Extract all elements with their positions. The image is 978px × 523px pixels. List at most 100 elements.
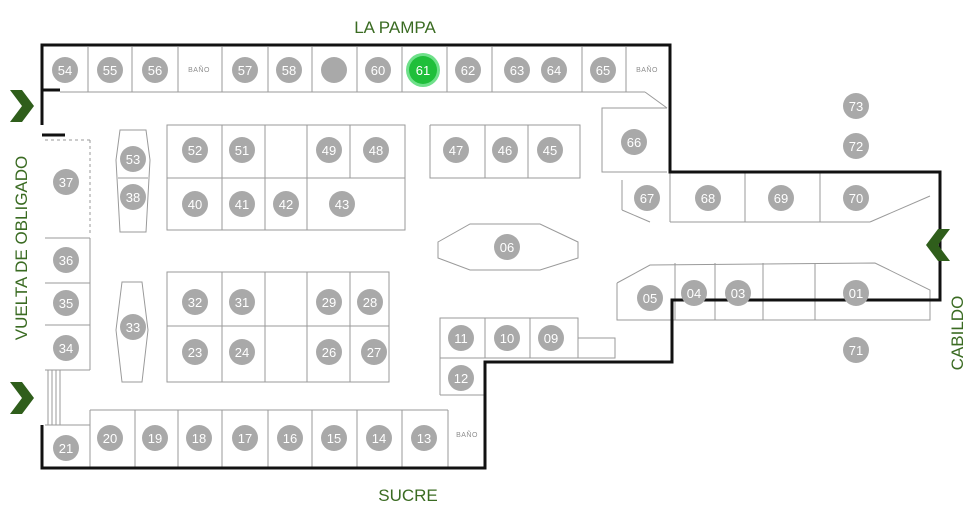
svg-text:06: 06 [500, 240, 514, 255]
svg-text:34: 34 [59, 341, 73, 356]
stall-marker[interactable]: 46 [492, 137, 518, 163]
svg-text:73: 73 [849, 99, 863, 114]
stall-marker[interactable]: 68 [695, 185, 721, 211]
stall-marker[interactable]: 36 [53, 247, 79, 273]
stall-marker[interactable]: 35 [53, 290, 79, 316]
stall-marker[interactable]: 48 [363, 137, 389, 163]
stall-marker[interactable]: 16 [277, 425, 303, 451]
stall-marker[interactable]: 11 [448, 325, 474, 351]
svg-text:61: 61 [416, 63, 430, 78]
stall-marker[interactable]: 09 [538, 325, 564, 351]
stall-marker[interactable]: 21 [53, 435, 79, 461]
stall-marker[interactable]: 18 [186, 425, 212, 451]
svg-text:43: 43 [335, 197, 349, 212]
svg-text:26: 26 [322, 345, 336, 360]
stall-marker-highlighted[interactable]: 61 [406, 53, 440, 87]
stall-marker[interactable]: 12 [448, 365, 474, 391]
stall-marker[interactable]: 33 [120, 314, 146, 340]
stall-marker[interactable]: 37 [53, 169, 79, 195]
svg-text:52: 52 [188, 143, 202, 158]
stall-marker[interactable]: 64 [541, 57, 567, 83]
stall-marker[interactable]: 71 [843, 337, 869, 363]
street-label-bottom: SUCRE [378, 486, 438, 505]
svg-text:55: 55 [103, 63, 117, 78]
stall-marker[interactable]: 69 [768, 185, 794, 211]
outer-walls [40, 43, 942, 470]
stall-marker[interactable]: 23 [182, 339, 208, 365]
svg-text:16: 16 [283, 431, 297, 446]
svg-text:27: 27 [367, 345, 381, 360]
svg-text:70: 70 [849, 191, 863, 206]
stall-marker[interactable]: 51 [229, 137, 255, 163]
stall-marker[interactable]: 67 [634, 185, 660, 211]
stall-marker[interactable]: 01 [843, 280, 869, 306]
stall-marker[interactable]: 54 [52, 57, 78, 83]
stall-marker[interactable]: 13 [411, 425, 437, 451]
stall-marker[interactable]: 72 [843, 133, 869, 159]
stall-marker[interactable]: 14 [366, 425, 392, 451]
svg-text:33: 33 [126, 320, 140, 335]
stall-marker[interactable]: 47 [443, 137, 469, 163]
svg-text:21: 21 [59, 441, 73, 456]
stall-marker[interactable]: 56 [142, 57, 168, 83]
stall-marker[interactable]: 55 [97, 57, 123, 83]
stall-marker[interactable]: 10 [494, 325, 520, 351]
svg-text:54: 54 [58, 63, 72, 78]
stall-marker[interactable]: 15 [321, 425, 347, 451]
svg-text:19: 19 [148, 431, 162, 446]
svg-text:65: 65 [596, 63, 610, 78]
stall-marker[interactable]: 62 [455, 57, 481, 83]
stall-marker[interactable]: 43 [329, 191, 355, 217]
stall-marker[interactable]: 20 [97, 425, 123, 451]
stall-marker[interactable]: 03 [725, 280, 751, 306]
stall-marker[interactable]: 49 [316, 137, 342, 163]
svg-text:03: 03 [731, 286, 745, 301]
stall-marker[interactable]: 26 [316, 339, 342, 365]
stall-marker[interactable]: 63 [504, 57, 530, 83]
stall-marker[interactable]: 57 [232, 57, 258, 83]
svg-text:14: 14 [372, 431, 386, 446]
svg-text:45: 45 [543, 143, 557, 158]
stall-marker[interactable]: 05 [637, 285, 663, 311]
svg-text:09: 09 [544, 331, 558, 346]
stall-marker[interactable]: 38 [120, 184, 146, 210]
svg-text:63: 63 [510, 63, 524, 78]
stall-marker[interactable]: 60 [365, 57, 391, 83]
svg-text:15: 15 [327, 431, 341, 446]
stall-marker[interactable]: 66 [621, 129, 647, 155]
stall-marker[interactable]: 70 [843, 185, 869, 211]
stall-marker[interactable]: 32 [182, 289, 208, 315]
stall-marker[interactable]: 65 [590, 57, 616, 83]
stall-marker[interactable]: 29 [316, 289, 342, 315]
stall-marker[interactable]: 24 [229, 339, 255, 365]
stall-marker[interactable]: 28 [357, 289, 383, 315]
svg-text:68: 68 [701, 191, 715, 206]
svg-text:01: 01 [849, 286, 863, 301]
street-label-top: LA PAMPA [354, 18, 436, 37]
stall-marker[interactable]: 31 [229, 289, 255, 315]
stall-marker[interactable]: 04 [681, 280, 707, 306]
svg-text:69: 69 [774, 191, 788, 206]
stall-marker[interactable]: 42 [273, 191, 299, 217]
stall-marker[interactable]: 19 [142, 425, 168, 451]
svg-text:24: 24 [235, 345, 249, 360]
stall-marker[interactable]: 52 [182, 137, 208, 163]
entrance-arrow-right [926, 229, 950, 261]
stall-marker[interactable]: 17 [232, 425, 258, 451]
stall-marker-unnumbered[interactable] [321, 57, 347, 83]
svg-text:11: 11 [454, 331, 468, 346]
stall-marker[interactable]: 58 [276, 57, 302, 83]
stall-marker[interactable]: 73 [843, 93, 869, 119]
stall-marker[interactable]: 40 [182, 191, 208, 217]
svg-text:41: 41 [235, 197, 249, 212]
restroom-label: BAÑO [188, 65, 210, 74]
stall-marker[interactable]: 06 [494, 234, 520, 260]
svg-text:17: 17 [238, 431, 252, 446]
stall-marker[interactable]: 34 [53, 335, 79, 361]
stall-marker[interactable]: 41 [229, 191, 255, 217]
entrance-arrows [10, 90, 950, 414]
svg-text:42: 42 [279, 197, 293, 212]
stall-marker[interactable]: 27 [361, 339, 387, 365]
stall-marker[interactable]: 53 [120, 146, 146, 172]
stall-marker[interactable]: 45 [537, 137, 563, 163]
